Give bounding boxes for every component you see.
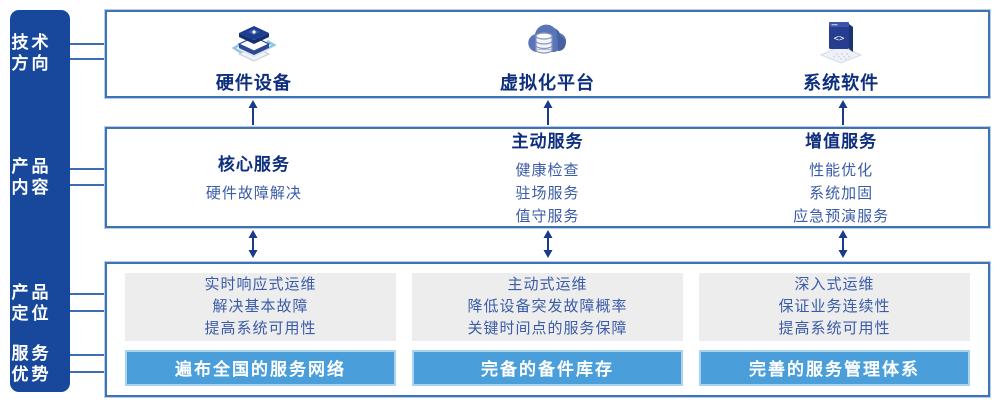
service-col-core: 核心服务 硬件故障解决 [107, 129, 401, 226]
positioning-panel: 主动式运维 降低设备突发故障概率 关键时间点的服务保障 [412, 273, 683, 341]
positioning-line: 实时响应式运维 [204, 275, 317, 293]
tech-item-virtualization: 虚拟化平台 [401, 12, 695, 96]
service-line: 应急预演服务 [793, 208, 890, 225]
service-title: 主动服务 [511, 132, 584, 151]
connector-line [70, 168, 105, 170]
advantage-bar: 遍布全国的服务网络 [125, 349, 396, 386]
svg-text:<>: <> [834, 34, 845, 44]
connector-line [70, 354, 105, 356]
cloud-database-icon [527, 24, 566, 54]
positioning-line: 深入式运维 [794, 275, 875, 293]
sidebar-item-tech-direction: 技术 方向 [0, 32, 60, 74]
up-arrow [248, 100, 258, 125]
server-stack-icon [231, 25, 277, 62]
connector-line [70, 371, 105, 373]
sidebar-label-line: 定位 [11, 304, 52, 323]
sidebar [10, 10, 70, 392]
service-line: 硬件故障解决 [205, 185, 302, 202]
sidebar-label-line: 技术 [11, 33, 52, 52]
up-arrow [543, 100, 553, 125]
sidebar-label-line: 产品 [11, 157, 52, 176]
positioning-advantage-box: 实时响应式运维 解决基本故障 提高系统可用性 遍布全国的服务网络 主动式运维 降… [105, 262, 990, 397]
service-line: 值守服务 [515, 208, 580, 225]
up-arrow [838, 100, 848, 125]
tech-item-system-software: <> 系统软件 [694, 12, 988, 96]
positioning-line: 降低设备突发故障概率 [467, 297, 628, 315]
advantage-bar: 完善的服务管理体系 [699, 349, 970, 386]
positioning-line: 关键时间点的服务保障 [467, 319, 628, 337]
positioning-col-deep: 深入式运维 保证业务连续性 提高系统可用性 完善的服务管理体系 [699, 273, 970, 386]
sidebar-label-line: 内容 [11, 178, 52, 197]
positioning-panel: 深入式运维 保证业务连续性 提高系统可用性 [699, 273, 970, 341]
positioning-panel: 实时响应式运维 解决基本故障 提高系统可用性 [125, 273, 396, 341]
connector-line [70, 293, 105, 295]
double-arrow [838, 230, 848, 258]
sidebar-label-line: 服务 [11, 344, 52, 363]
advantage-bar: 完备的备件库存 [412, 349, 683, 386]
service-line: 驻场服务 [515, 185, 580, 202]
tech-direction-box: 硬件设备 虚拟化平台 [105, 10, 990, 98]
double-arrow [248, 230, 258, 258]
tech-item-hardware: 硬件设备 [107, 12, 401, 96]
sidebar-label-line: 产品 [11, 283, 52, 302]
product-content-box: 核心服务 硬件故障解决 主动服务 健康检查 驻场服务 值守服务 增值服务 性能优… [105, 127, 990, 228]
sidebar-label-line: 优势 [11, 365, 52, 384]
positioning-col-proactive: 主动式运维 降低设备突发故障概率 关键时间点的服务保障 完备的备件库存 [412, 273, 683, 386]
service-col-proactive: 主动服务 健康检查 驻场服务 值守服务 [401, 129, 695, 226]
sidebar-label-line: 方向 [11, 54, 52, 73]
positioning-line: 解决基本故障 [212, 297, 309, 315]
double-arrow [543, 230, 553, 258]
connector-line [70, 310, 105, 312]
positioning-line: 提高系统可用性 [204, 319, 317, 337]
service-line: 系统加固 [809, 185, 874, 202]
sidebar-item-product-content: 产品 内容 [0, 156, 60, 198]
positioning-line: 保证业务连续性 [778, 297, 891, 315]
sidebar-item-service-advantage: 服务 优势 [0, 343, 60, 385]
tech-item-label: 虚拟化平台 [500, 72, 595, 93]
positioning-line: 主动式运维 [507, 275, 588, 293]
service-line: 性能优化 [809, 162, 874, 179]
connector-line [70, 184, 105, 186]
positioning-col-realtime: 实时响应式运维 解决基本故障 提高系统可用性 遍布全国的服务网络 [125, 273, 396, 386]
code-window-icon: <> [819, 21, 863, 64]
positioning-line: 提高系统可用性 [778, 319, 891, 337]
service-title: 增值服务 [805, 132, 878, 151]
tech-item-label: 硬件设备 [215, 72, 292, 93]
tech-item-label: 系统软件 [803, 72, 880, 93]
sidebar-item-product-positioning: 产品 定位 [0, 282, 60, 324]
service-line: 健康检查 [515, 162, 580, 179]
connector-line [70, 43, 105, 45]
service-title: 核心服务 [217, 155, 290, 174]
service-col-value-added: 增值服务 性能优化 系统加固 应急预演服务 [694, 129, 988, 226]
connector-line [70, 58, 105, 60]
